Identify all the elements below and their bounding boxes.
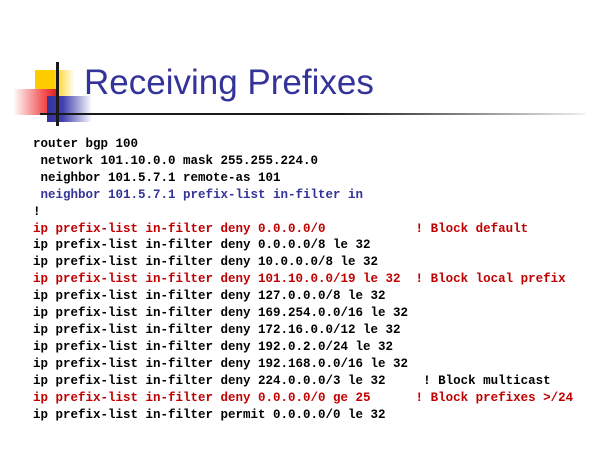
slide-header: Receiving Prefixes <box>0 0 600 130</box>
code-line: ip prefix-list in-filter deny 224.0.0.0/… <box>33 373 551 388</box>
code-line: network 101.10.0.0 mask 255.255.224.0 <box>33 153 319 168</box>
code-line: ip prefix-list in-filter deny 172.16.0.0… <box>33 322 401 337</box>
code-line: ip prefix-list in-filter deny 0.0.0.0/0 … <box>33 390 574 405</box>
router-config-code-block: router bgp 100 network 101.10.0.0 mask 2… <box>33 136 593 423</box>
code-line: ip prefix-list in-filter deny 169.254.0.… <box>33 306 409 321</box>
page-title: Receiving Prefixes <box>84 63 374 102</box>
code-line: ip prefix-list in-filter deny 192.0.2.0/… <box>33 339 394 354</box>
code-line: ip prefix-list in-filter deny 0.0.0.0/0 … <box>33 221 529 236</box>
code-line: ! <box>33 204 41 219</box>
code-line: ip prefix-list in-filter deny 127.0.0.0/… <box>33 289 386 304</box>
code-line: router bgp 100 <box>33 137 139 151</box>
code-line: neighbor 101.5.7.1 remote-as 101 <box>33 170 281 185</box>
title-underline-rule <box>40 113 585 115</box>
decoration-blue-gradient-bar <box>47 96 92 122</box>
code-line: ip prefix-list in-filter deny 0.0.0.0/8 … <box>33 238 371 253</box>
decoration-vertical-rule <box>56 62 59 126</box>
code-line: ip prefix-list in-filter deny 10.0.0.0/8… <box>33 255 379 270</box>
code-line: ip prefix-list in-filter deny 101.10.0.0… <box>33 272 566 287</box>
code-line: ip prefix-list in-filter deny 192.168.0.… <box>33 356 409 371</box>
code-line: ip prefix-list in-filter permit 0.0.0.0/… <box>33 407 386 422</box>
code-line: neighbor 101.5.7.1 prefix-list in-filter… <box>33 187 364 202</box>
